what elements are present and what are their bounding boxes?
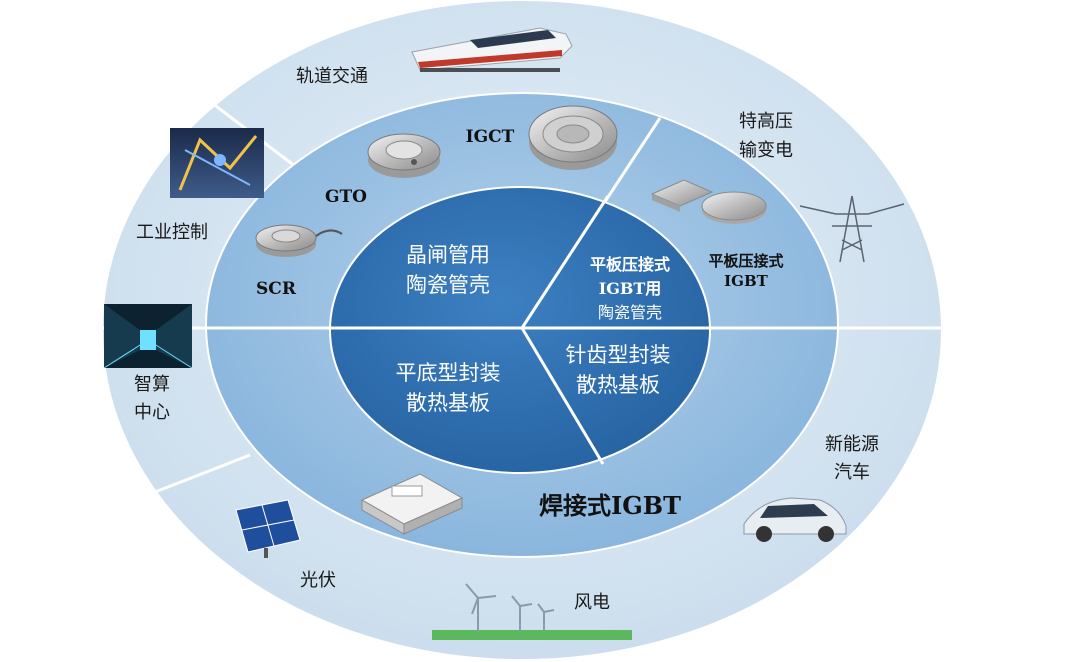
inner-core [329, 186, 711, 474]
label-press-igbt-line1: 平板压接式 [708, 252, 783, 270]
label-press-igbt-line2: IGBT [724, 272, 769, 290]
label-nev-line1: 新能源 [825, 434, 879, 455]
label-scr: SCR [256, 279, 297, 299]
label-thyristor-line1: 晶闸管用 [406, 243, 490, 267]
label-thyristor-line2: 陶瓷管壳 [406, 273, 490, 297]
solar-panel-image [235, 499, 301, 558]
label-rail: 轨道交通 [296, 66, 368, 87]
label-computing-line2: 中心 [134, 402, 170, 423]
label-nev-line2: 汽车 [834, 462, 870, 483]
scr-device-image [255, 224, 343, 257]
igct-device-image [528, 105, 618, 170]
label-press-case-line1: 平板压接式 [590, 255, 670, 274]
label-pin-fin-line2: 散热基板 [576, 373, 660, 397]
core-divider-upper [520, 195, 610, 329]
label-wind: 风电 [574, 592, 610, 613]
gto-device-image [367, 133, 441, 178]
label-flat-base-line1: 平底型封装 [396, 361, 501, 385]
wind-turbines-image [432, 583, 632, 640]
label-press-case-line2: IGBT用 [599, 279, 662, 298]
press-pack-igbt-image [650, 179, 767, 224]
label-gto: GTO [325, 187, 367, 207]
label-uhv-line1: 特高压 [739, 111, 793, 132]
data-center-image [103, 304, 193, 369]
label-press-case-line3: 陶瓷管壳 [598, 303, 662, 322]
industrial-control-image [170, 128, 264, 198]
core-divider-lower [520, 327, 605, 465]
label-igct: IGCT [466, 127, 515, 147]
label-pv: 光伏 [300, 570, 336, 591]
outer-divider-left-bottom [149, 453, 251, 496]
power-tower-image [799, 195, 905, 263]
label-pin-fin-line1: 针齿型封装 [566, 343, 671, 367]
welded-igbt-module-image [360, 473, 464, 535]
label-computing-line1: 智算 [134, 374, 170, 395]
label-uhv-line2: 输变电 [739, 140, 793, 161]
high-speed-train-image [411, 27, 573, 72]
electric-car-image [743, 497, 847, 542]
label-industrial: 工业控制 [136, 222, 208, 243]
label-flat-base-line2: 散热基板 [406, 391, 490, 415]
label-welded-igbt: 焊接式IGBT [539, 491, 681, 520]
